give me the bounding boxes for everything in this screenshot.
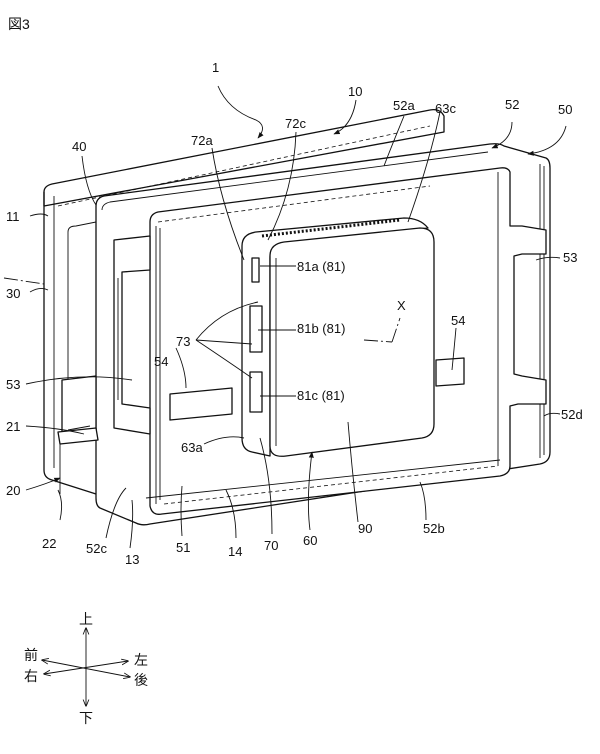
label-21: 21 (6, 419, 20, 434)
label-53-left: 53 (6, 377, 20, 392)
port-81b (249, 305, 263, 353)
label-52b: 52b (423, 521, 445, 536)
direction-rear: 後 (134, 672, 148, 688)
label-63a: 63a (181, 440, 203, 455)
label-13: 13 (125, 552, 139, 567)
label-40: 40 (72, 139, 86, 154)
figure-title: 図3 (8, 16, 30, 32)
direction-front: 前 (24, 647, 38, 663)
label-10: 10 (348, 84, 362, 99)
label-51: 51 (176, 540, 190, 555)
label-52d: 52d (561, 407, 583, 422)
port-81c (249, 371, 263, 413)
direction-right: 右 (24, 668, 38, 684)
axis-x (363, 317, 401, 343)
side-connector (57, 375, 99, 498)
direction-down: 下 (79, 710, 93, 726)
label-81c: 81c (81) (297, 388, 345, 403)
leader-lines (25, 85, 567, 549)
label-52a: 52a (393, 98, 415, 113)
label-81a: 81a (81) (297, 259, 345, 274)
direction-left: 左 (134, 652, 148, 668)
label-72c: 72c (285, 116, 306, 131)
label-81b: 81b (81) (297, 321, 345, 336)
label-54-left: 54 (154, 354, 168, 369)
right-left-arrow (44, 661, 128, 674)
vent-grille (261, 218, 401, 238)
label-63c: 63c (435, 101, 456, 116)
label-73: 73 (176, 334, 190, 349)
label-72a: 72a (191, 133, 213, 148)
base-plate (43, 108, 445, 495)
axis-30 (3, 277, 45, 285)
label-60: 60 (303, 533, 317, 548)
label-52c: 52c (86, 541, 107, 556)
label-22: 22 (42, 536, 56, 551)
label-50: 50 (558, 102, 572, 117)
label-90: 90 (358, 521, 372, 536)
label-30: 30 (6, 286, 20, 301)
label-x: X (397, 298, 406, 313)
reference-labels: 1 10 52a 63c 52 50 72c 72a 40 11 30 53 8… (6, 60, 583, 567)
label-20: 20 (6, 483, 20, 498)
label-53-right: 53 (563, 250, 577, 265)
label-54-right: 54 (451, 313, 465, 328)
direction-legend: 上 下 前 右 左 後 (24, 611, 148, 726)
label-11: 11 (6, 209, 20, 224)
direction-up: 上 (79, 611, 93, 627)
label-70: 70 (264, 538, 278, 553)
port-81a (251, 257, 260, 283)
label-14: 14 (228, 544, 242, 559)
label-52: 52 (505, 97, 519, 112)
slots-54 (169, 357, 465, 421)
device-60 (241, 217, 435, 457)
label-1: 1 (212, 60, 219, 75)
